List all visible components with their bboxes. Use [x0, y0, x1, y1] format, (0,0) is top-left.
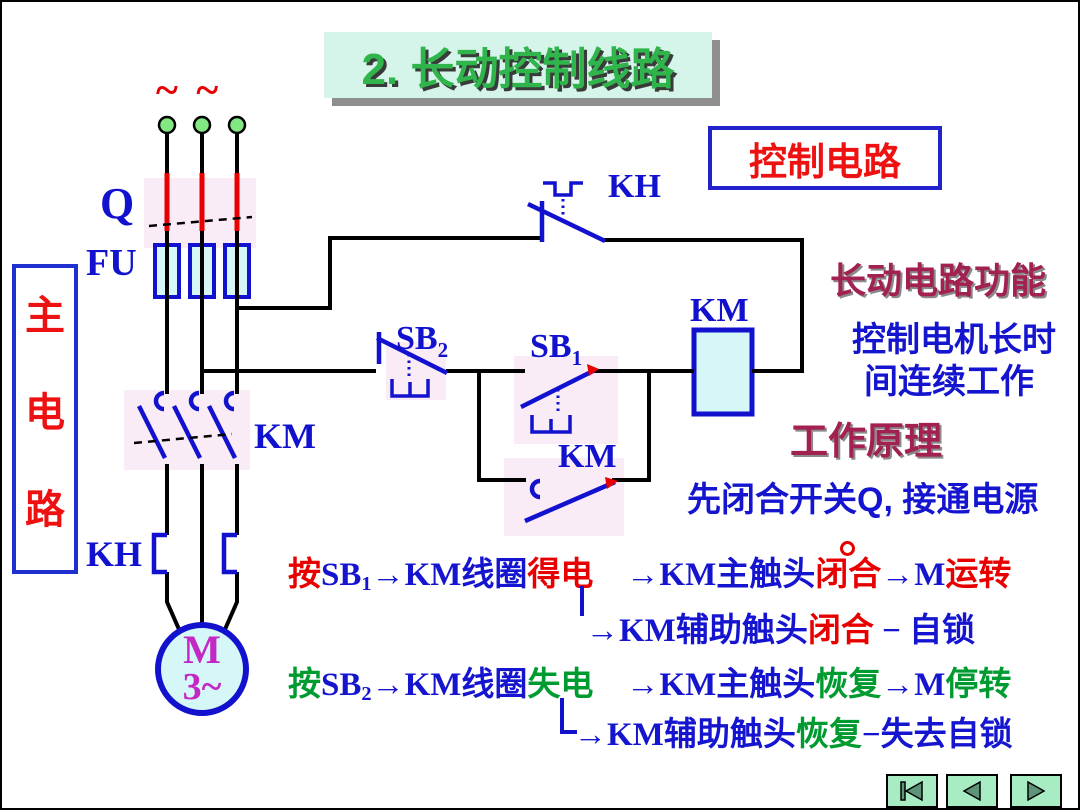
nav-first-button[interactable]	[886, 774, 938, 808]
flow-line-1: 按SB1→KM线圈得电 →KM主触头闭合→M运转	[288, 557, 1012, 596]
km-main-contacts	[136, 390, 238, 460]
terminal-3	[227, 115, 247, 135]
km-coil	[691, 327, 755, 417]
power-terminals	[157, 115, 247, 135]
q-switch-label: Q	[100, 179, 135, 228]
main-circuit-char-2: 电	[25, 391, 65, 435]
control-circuit-box: 控制电路	[708, 126, 942, 190]
km-aux-contact	[524, 478, 616, 524]
sb2-stop-button	[375, 332, 449, 398]
q-switch-blades	[164, 173, 240, 231]
sb2-label-sub: 2	[437, 337, 449, 362]
sb2-bg	[386, 342, 446, 400]
control-circuit-label: 控制电路	[748, 141, 901, 184]
sb2-label: SB2	[396, 322, 448, 361]
function-heading: 长动电路功能	[830, 260, 1047, 301]
terminal-1	[157, 115, 177, 135]
motor-m-label: M	[183, 627, 221, 672]
sb1-label: SB1	[530, 330, 582, 369]
km-aux-arrow	[605, 477, 618, 489]
ring-mark	[840, 541, 855, 556]
nav-previous-button[interactable]	[946, 774, 998, 808]
terminal-2	[192, 115, 212, 135]
kh-nc-contact	[527, 181, 606, 244]
page-title: 2. 长动控制线路	[361, 45, 675, 94]
fu-fuse-label: FU	[86, 242, 137, 284]
km-aux-label: KM	[558, 438, 617, 475]
flow-line-3: 按SB2→KM线圈失电 →KM主触头恢复→M停转	[288, 667, 1012, 706]
title-box: 2. 长动控制线路	[324, 32, 712, 98]
km-main-linkage	[133, 432, 233, 445]
principle-heading: 工作原理	[790, 421, 943, 463]
main-circuit-char-3: 路	[25, 488, 65, 532]
flow-line-2: →KM辅助触头闭合 − 自锁	[586, 613, 976, 649]
function-body-line1: 控制电机长时	[852, 321, 1056, 359]
nav-next-button[interactable]	[1010, 774, 1062, 808]
km-coil-label: KM	[690, 292, 749, 329]
flow-connector-2	[560, 698, 577, 734]
kh-heater-elements	[151, 532, 237, 575]
flow-connector-1	[580, 586, 584, 616]
km-aux-bg	[504, 458, 624, 536]
kh-main-label: KH	[86, 534, 143, 574]
main-circuit-box: 主 电 路	[12, 264, 78, 574]
motor-circle	[155, 622, 249, 716]
q-switch-linkage	[148, 215, 253, 228]
flow-line-4: →KM辅助触头恢复−失去自锁	[574, 717, 1013, 753]
sb2-label-base: SB	[396, 320, 438, 357]
next-icon	[1027, 780, 1046, 802]
wires	[165, 133, 804, 644]
km-main-label: KM	[254, 416, 316, 456]
main-circuit-char-1: 主	[25, 294, 65, 338]
sb1-label-sub: 1	[571, 345, 583, 370]
function-body-line2: 间连续工作	[864, 363, 1034, 401]
principle-body: 先闭合开关Q, 接通电源	[687, 481, 1039, 519]
sb1-start-button	[519, 367, 597, 434]
previous-icon	[962, 780, 981, 802]
kh-ctrl-label: KH	[608, 168, 661, 205]
motor-phase-label: 3~	[182, 666, 222, 708]
sb1-label-base: SB	[530, 328, 572, 365]
sb1-arrow	[587, 364, 599, 376]
skip-to-first-icon	[900, 780, 923, 802]
ac-supply-tilde: ~ ~	[156, 68, 223, 114]
